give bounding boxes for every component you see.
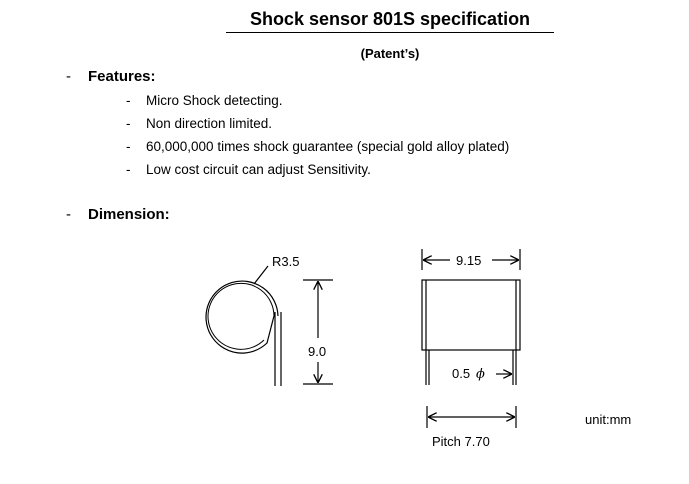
feature-item: -60,000,000 times shock guarantee (speci… bbox=[126, 138, 509, 161]
pitch-label: Pitch 7.70 bbox=[432, 434, 490, 449]
page-title: Shock sensor 801S specification bbox=[226, 8, 554, 33]
feature-item: -Non direction limited. bbox=[126, 115, 509, 138]
features-heading-label: Features: bbox=[88, 68, 156, 85]
lead-label: 0.5 bbox=[452, 366, 470, 381]
page-subtitle: (Patent’s) bbox=[360, 46, 420, 61]
front-view bbox=[421, 249, 521, 428]
width-label: 9.15 bbox=[456, 253, 481, 268]
feature-text: Low cost circuit can adjust Sensitivity. bbox=[146, 162, 371, 177]
sensor-body bbox=[421, 279, 521, 351]
features-heading: -Features: bbox=[66, 68, 156, 85]
feature-text: Micro Shock detecting. bbox=[146, 93, 283, 108]
height-label: 9.0 bbox=[308, 344, 326, 359]
feature-list: -Micro Shock detecting. -Non direction l… bbox=[126, 92, 509, 184]
feature-bullet: - bbox=[126, 116, 131, 131]
sensor-coil-inner bbox=[207, 282, 275, 350]
unit-label: unit:mm bbox=[585, 412, 632, 427]
feature-bullet: - bbox=[126, 162, 131, 177]
feature-item: -Low cost circuit can adjust Sensitivity… bbox=[126, 161, 509, 184]
feature-text: Non direction limited. bbox=[146, 116, 273, 131]
side-view bbox=[205, 265, 333, 386]
feature-bullet: - bbox=[126, 139, 131, 154]
feature-text: 60,000,000 times shock guarantee (specia… bbox=[146, 139, 510, 154]
radius-leader bbox=[253, 265, 269, 285]
dimension-bullet: - bbox=[66, 206, 71, 223]
features-bullet: - bbox=[66, 68, 71, 85]
lead-diameter-symbol: ϕ bbox=[476, 367, 485, 382]
feature-item: -Micro Shock detecting. bbox=[126, 92, 509, 115]
dimension-heading: -Dimension: bbox=[66, 206, 170, 223]
sensor-coil-shape bbox=[205, 280, 279, 354]
dimension-heading-label: Dimension: bbox=[88, 206, 170, 223]
feature-bullet: - bbox=[126, 93, 131, 108]
radius-label: R3.5 bbox=[272, 254, 299, 269]
